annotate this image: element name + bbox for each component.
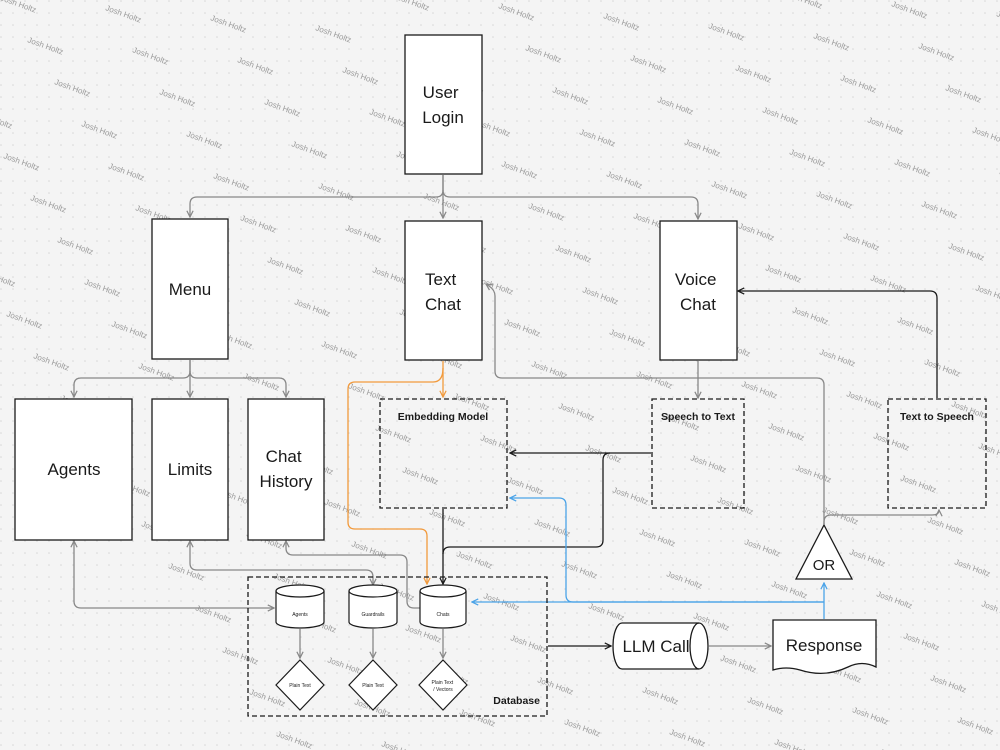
db-chats-label: Chats [436, 612, 450, 618]
user-login-node[interactable]: User Login [404, 34, 483, 175]
embedding-model-label: Embedding Model [398, 411, 488, 423]
llm-call-node[interactable]: LLM Call [612, 622, 709, 670]
edge-chat-history-to-chats [286, 541, 420, 609]
edge-agents-to-db [74, 541, 274, 608]
edge-menu-to-chat-history [189, 370, 286, 397]
edge-tts-to-voice-chat [738, 291, 938, 398]
text-to-speech-label: Text to Speech [900, 411, 974, 423]
response-label: Response [786, 636, 863, 655]
text-chat-label-1: Text [425, 270, 456, 289]
db-agents-label: Agents [292, 612, 308, 618]
limits-node[interactable]: Limits [151, 398, 229, 541]
embedding-model-node[interactable]: Embedding Model [379, 398, 508, 509]
db-agents-cylinder[interactable]: Agents [275, 584, 325, 629]
menu-label: Menu [169, 280, 212, 299]
db-agents-diamond[interactable]: Plain Text [275, 659, 325, 711]
text-chat-label-2: Chat [425, 295, 461, 314]
edge-text-chat-to-chats [347, 367, 444, 584]
svg-text:Limits: Limits [168, 460, 212, 479]
svg-text:Chat History: Chat History [260, 447, 313, 491]
svg-text:Agents: Agents [48, 460, 101, 479]
svg-text:Text Chat: Text Chat [425, 270, 461, 314]
llm-call-label: LLM Call [622, 637, 689, 656]
edge-response-to-embedding [510, 498, 824, 603]
limits-label: Limits [168, 460, 212, 479]
user-login-label-2: Login [422, 108, 464, 127]
menu-node[interactable]: Menu [151, 218, 229, 360]
edge-limits-to-guardrails [190, 541, 373, 585]
db-agents-diamond-label: Plain Text [289, 683, 311, 689]
svg-text:Menu: Menu [169, 280, 212, 299]
svg-text:Plain Text / Vectors: Plain Text / Vectors [432, 680, 455, 693]
or-label: OR [813, 557, 836, 574]
edge-response-to-text-chat [486, 284, 825, 524]
db-guardrails-diamond[interactable]: Plain Text [348, 659, 398, 711]
database-container[interactable]: Database [247, 576, 548, 717]
voice-chat-node[interactable]: Voice Chat [659, 220, 738, 361]
db-guardrails-cylinder[interactable]: Guardrails [348, 584, 398, 629]
or-node[interactable]: OR [794, 523, 854, 580]
chat-history-label-1: Chat [266, 447, 302, 466]
db-chats-diamond-label-1: Plain Text [432, 680, 454, 686]
db-chats-cylinder[interactable]: Chats [419, 584, 467, 629]
database-label: Database [493, 695, 540, 707]
edge-or-to-tts [823, 510, 939, 524]
connectors [74, 175, 939, 658]
response-node[interactable]: Response [772, 619, 877, 674]
agents-node[interactable]: Agents [14, 398, 133, 541]
edge-stt-to-chats [442, 452, 611, 555]
text-to-speech-node[interactable]: Text to Speech [887, 398, 987, 509]
voice-chat-label-2: Chat [680, 295, 716, 314]
db-chats-diamond-label-2: / Vectors [433, 687, 453, 693]
text-chat-node[interactable]: Text Chat [404, 220, 483, 361]
user-login-label-1: User [423, 83, 459, 102]
chat-history-label-2: History [260, 472, 313, 491]
speech-to-text-label: Speech to Text [661, 411, 735, 423]
speech-to-text-node[interactable]: Speech to Text [651, 398, 745, 509]
svg-text:Voice Chat: Voice Chat [675, 270, 721, 314]
db-guardrails-label: Guardrails [361, 612, 385, 618]
svg-text:User Login: User Login [422, 83, 464, 127]
agents-label: Agents [48, 460, 101, 479]
db-guardrails-diamond-label: Plain Text [362, 683, 384, 689]
db-chats-diamond[interactable]: Plain Text / Vectors [418, 659, 468, 711]
chat-history-node[interactable]: Chat History [247, 398, 325, 541]
edge-login-to-voice-chat [442, 189, 698, 219]
watermark-text: Josh Holtz [380, 739, 418, 750]
voice-chat-label-1: Voice [675, 270, 717, 289]
